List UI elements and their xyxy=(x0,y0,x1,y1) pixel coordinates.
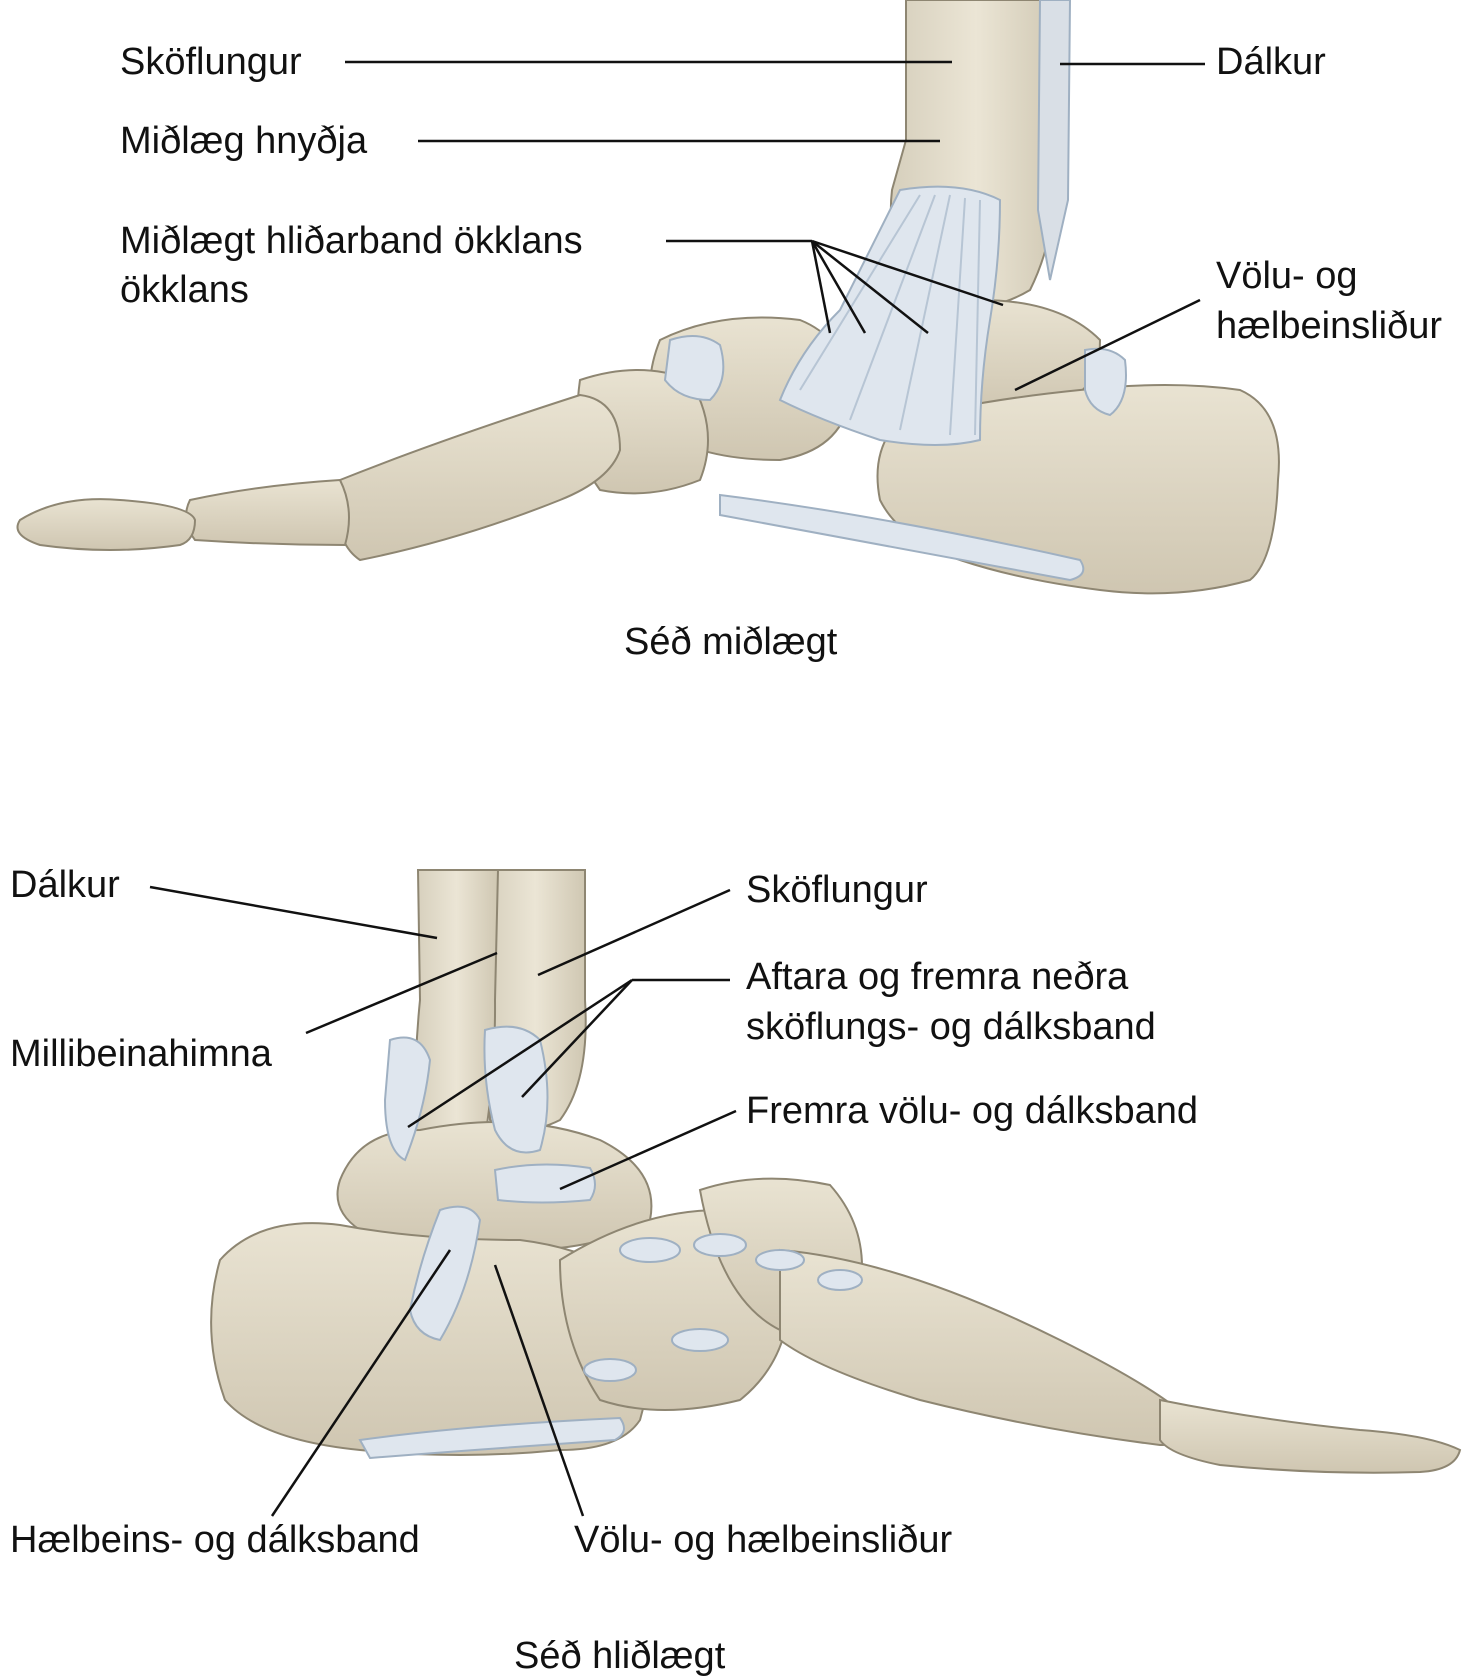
label-medial-deltoid-line1: Miðlægt hliðarband ökklans xyxy=(120,220,583,262)
label-lateral-tibia: Sköflungur xyxy=(746,869,928,911)
leader-lateral-fibula xyxy=(149,885,438,940)
label-medial-fibula: Dálkur xyxy=(1216,41,1326,83)
medial-leader-lines xyxy=(345,60,1205,392)
leader-medial-deltoid-a xyxy=(810,240,832,334)
leader-lateral-tibiofibular-b xyxy=(521,979,633,1098)
lateral-plantar-ligament xyxy=(358,1416,625,1460)
lateral-leader-lines xyxy=(149,885,737,1517)
lateral-talus-bone xyxy=(336,1121,653,1252)
leader-medial-deltoid-d xyxy=(811,239,1004,307)
leader-lateral-interosseous xyxy=(305,951,498,1035)
label-medial-deltoid-line2: ökklans xyxy=(120,269,249,311)
leader-lateral-anterior-talofibular xyxy=(559,1109,737,1191)
label-medial-malleolus: Miðlæg hnyðja xyxy=(120,120,368,162)
caption-lateral-view: Séð hliðlægt xyxy=(514,1635,726,1677)
medial-metatarsal-bone xyxy=(336,393,622,562)
lateral-tibiofibular-ligament-anterior xyxy=(483,1025,549,1154)
medial-phalanx-proximal xyxy=(185,478,350,547)
medial-subtalar-ligament xyxy=(1084,347,1127,417)
label-medial-subtalar-line2: hælbeinsliður xyxy=(1216,305,1443,347)
lateral-calcaneofibular-ligament xyxy=(408,1205,482,1342)
label-lateral-tibiofibular-line1: Aftara og fremra neðra xyxy=(746,956,1129,998)
medial-deltoid-fibers xyxy=(799,194,981,436)
leader-lateral-tibiofibular-a xyxy=(407,978,633,1129)
medial-view-foot xyxy=(16,0,1280,595)
label-lateral-interosseous: Millibeinahimna xyxy=(10,1033,272,1075)
medial-plantar-ligament xyxy=(719,493,1085,582)
label-medial-subtalar-line1: Völu- og xyxy=(1216,255,1358,297)
label-lateral-fibula: Dálkur xyxy=(10,864,120,906)
lateral-dorsal-ligaments xyxy=(583,1233,863,1382)
label-medial-tibia: Sköflungur xyxy=(120,41,302,83)
medial-phalanx-distal xyxy=(16,498,197,551)
lateral-anterior-talofibular-ligament xyxy=(493,1163,596,1204)
leader-lateral-subtalar xyxy=(493,1264,585,1517)
leader-lateral-calcaneofibular xyxy=(270,1249,452,1517)
label-lateral-tibiofibular-line2: sköflungs- og dálksband xyxy=(746,1006,1156,1048)
lateral-phalanges xyxy=(1159,1398,1462,1474)
leader-medial-deltoid-c xyxy=(811,240,929,334)
caption-medial-view: Séð miðlægt xyxy=(624,621,838,663)
leader-lateral-tibia xyxy=(537,888,731,977)
label-lateral-calcaneofibular: Hælbeins- og dálksband xyxy=(10,1519,420,1561)
label-lateral-anterior-talofibular: Fremra völu- og dálksband xyxy=(746,1090,1198,1132)
label-lateral-subtalar: Völu- og hælbeinsliður xyxy=(574,1519,953,1561)
leader-medial-subtalar xyxy=(1014,298,1201,392)
medial-fibula-bone xyxy=(1036,0,1072,281)
medial-talonavicular-ligament xyxy=(663,335,725,402)
leader-medial-deltoid-b xyxy=(810,240,867,334)
